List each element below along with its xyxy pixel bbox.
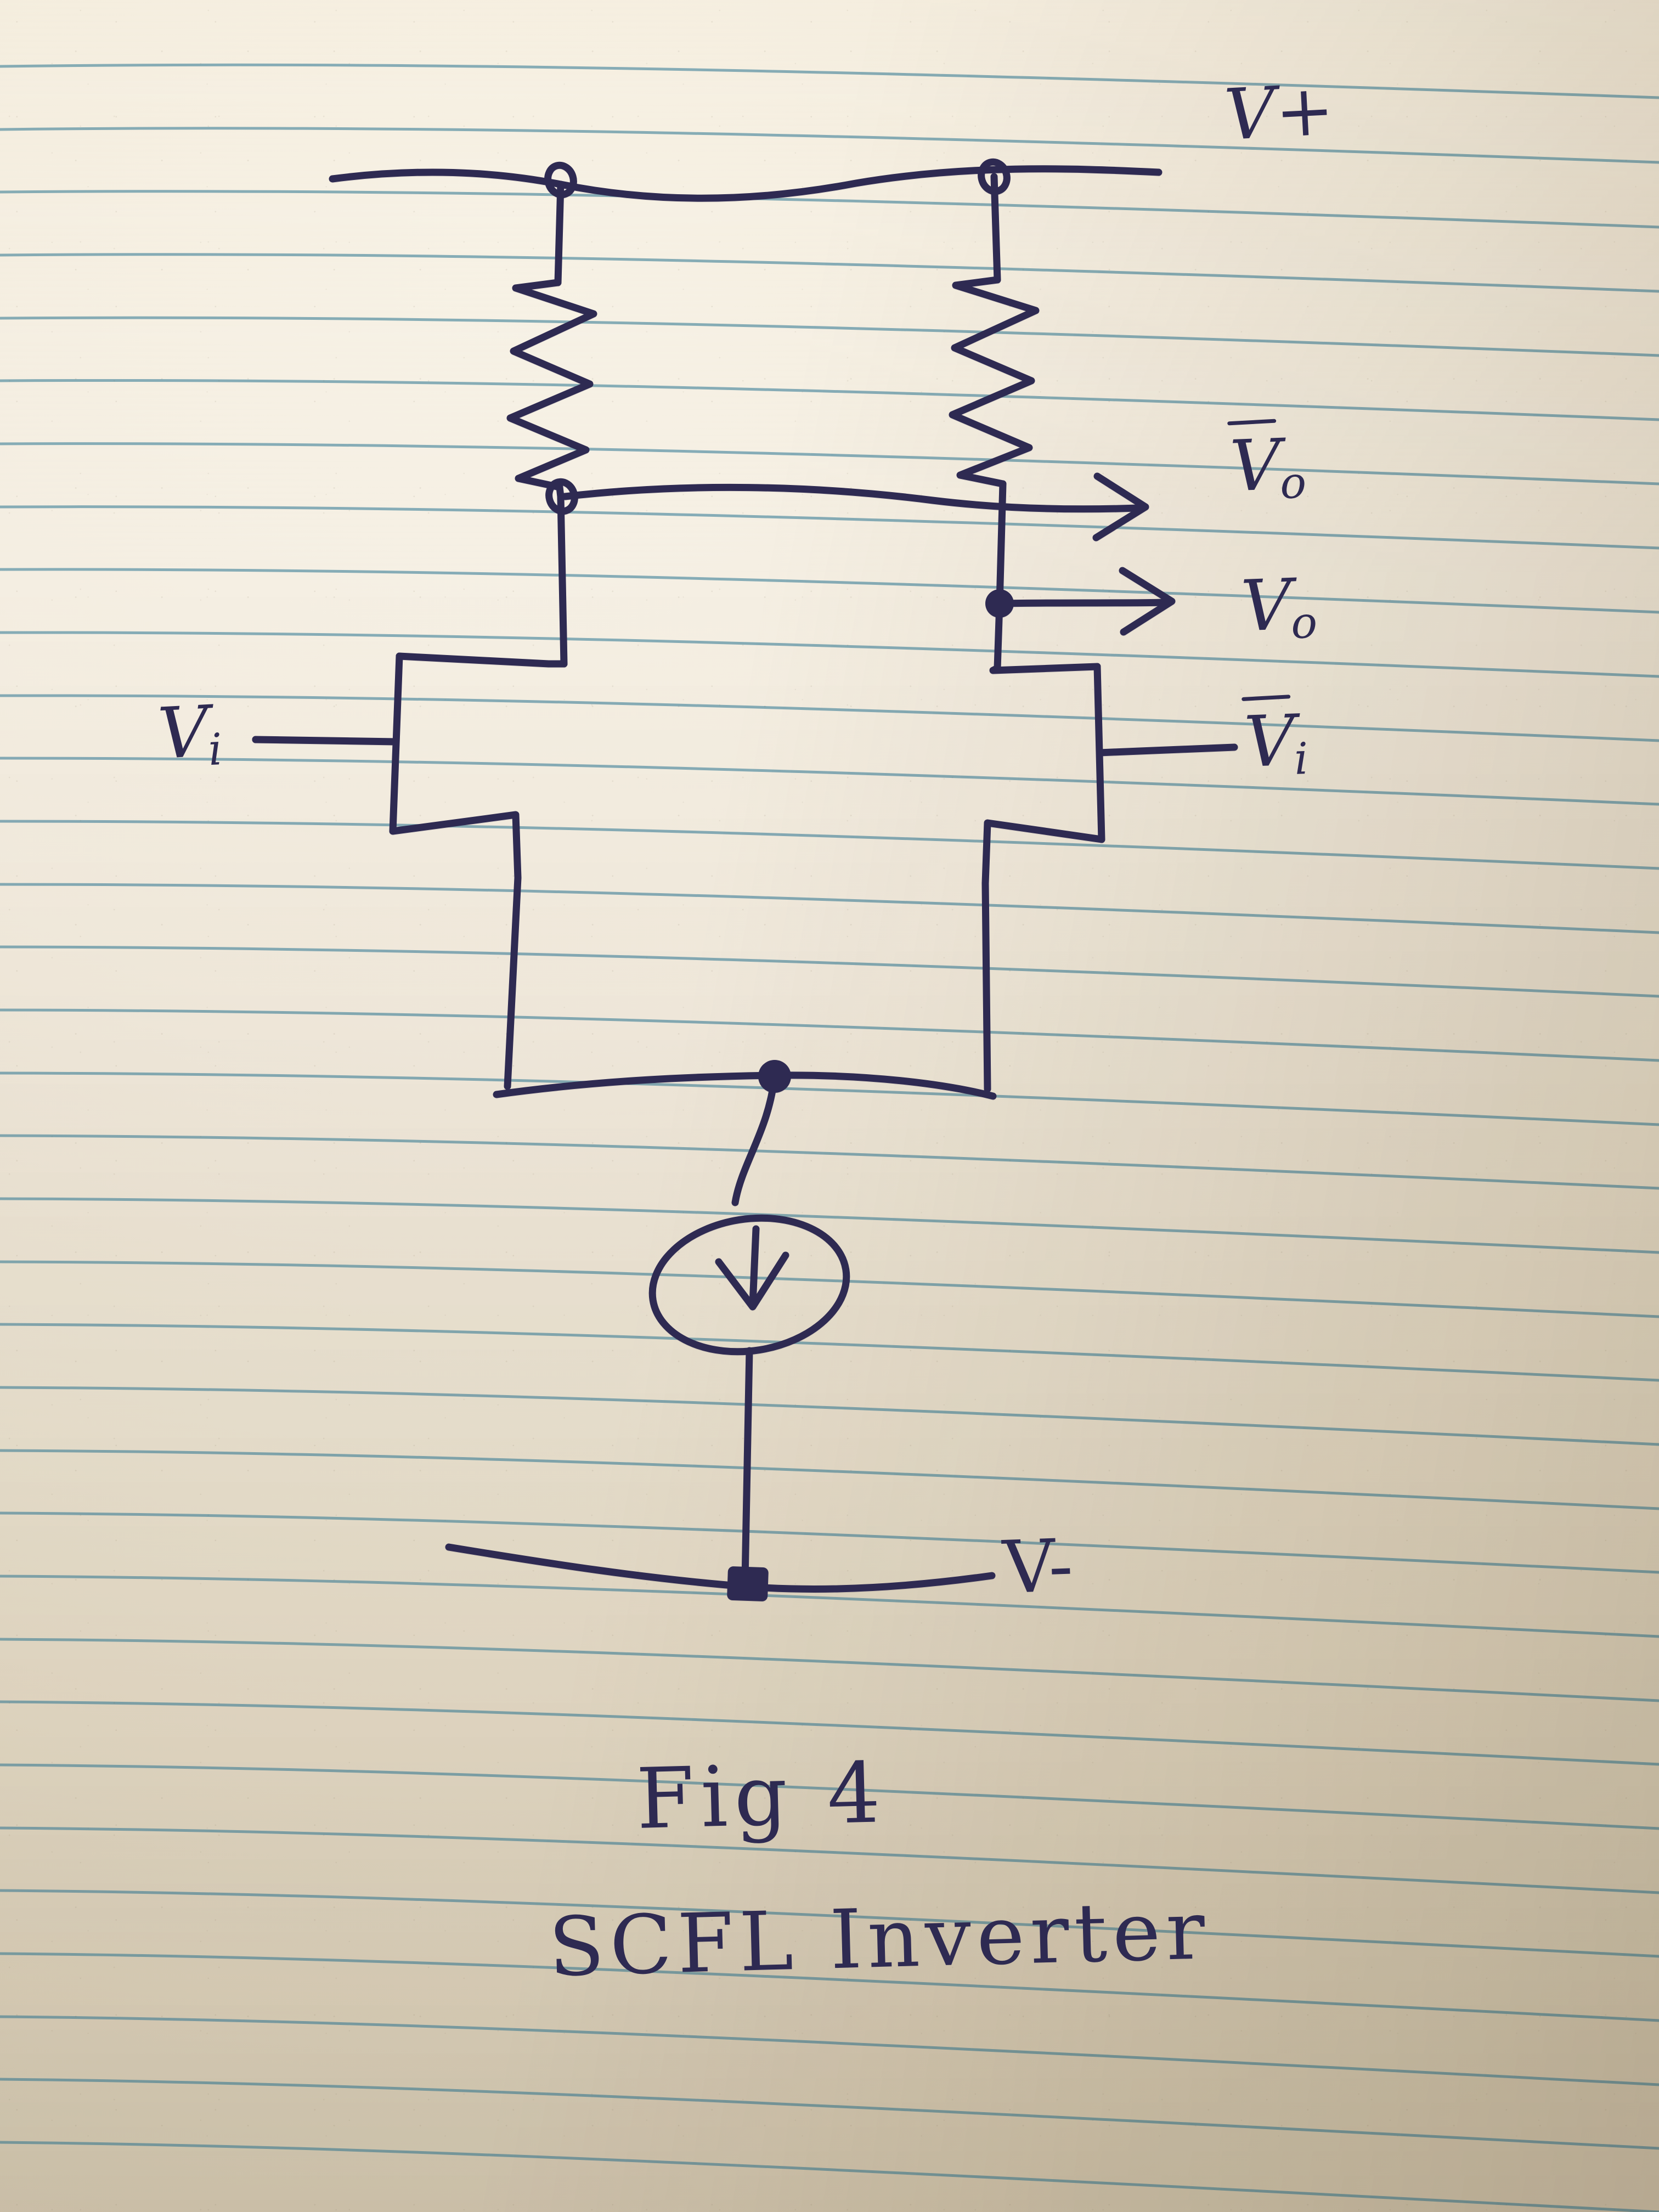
transistor-left-drain-lead bbox=[396, 652, 568, 668]
tail-rail bbox=[493, 1071, 997, 1100]
label-vo-bar-text: V bbox=[1228, 424, 1283, 508]
node-tail-dot bbox=[758, 1060, 791, 1093]
lead-tright-source-to-tail bbox=[981, 879, 991, 1093]
label-vplus-text: V+ bbox=[1222, 69, 1336, 157]
node-vminus-square bbox=[727, 1566, 769, 1601]
label-vminus: V- bbox=[1001, 1523, 1074, 1610]
lead-source-to-vminus bbox=[741, 1347, 753, 1584]
label-vi-subscript: i bbox=[207, 724, 224, 776]
label-vo-bar-overline-group: V bbox=[1227, 419, 1282, 507]
label-vo-subscript: o bbox=[1290, 597, 1318, 649]
label-vi-bar-subscript: i bbox=[1293, 733, 1310, 785]
transistor-right-gate-lead bbox=[1096, 743, 1238, 757]
label-vo-bar-subscript: o bbox=[1279, 457, 1307, 509]
label-vi-bar-overline-group: V bbox=[1242, 694, 1296, 783]
vplus-rail bbox=[329, 165, 1163, 202]
caption-figure-title: SCFL Inverter bbox=[548, 1883, 1211, 1995]
caption-figure-number-text: Fig 4 bbox=[635, 1744, 888, 1848]
current-source-arrow-head bbox=[715, 1251, 789, 1311]
resistor-left bbox=[506, 279, 597, 491]
label-vo-text: V bbox=[1239, 564, 1294, 648]
label-vi-bar: V i bbox=[1242, 694, 1310, 785]
current-source-ellipse bbox=[648, 1214, 850, 1356]
lead-vplus-to-rright bbox=[990, 173, 1001, 284]
label-vi-text: V bbox=[156, 691, 211, 775]
node-vo-dot bbox=[985, 589, 1014, 618]
vo-arrowhead bbox=[1119, 567, 1176, 636]
resistor-right bbox=[949, 276, 1040, 488]
vminus-rail bbox=[445, 1543, 996, 1593]
label-vo: Vo bbox=[1239, 564, 1319, 648]
transistor-left-source-lead bbox=[389, 811, 522, 882]
lead-tail-to-source bbox=[731, 1071, 778, 1206]
lead-tleft-source-to-tail bbox=[504, 874, 522, 1090]
lead-rright-to-vo-node bbox=[996, 480, 1007, 607]
vo-output-wire bbox=[997, 599, 1170, 607]
label-vminus-text: V- bbox=[1001, 1523, 1075, 1611]
caption-figure-number: Fig 4 bbox=[635, 1744, 888, 1848]
label-vplus: V+ bbox=[1222, 69, 1336, 156]
label-vi: Vi bbox=[156, 691, 224, 775]
lead-vplus-to-rleft bbox=[554, 180, 565, 286]
transistor-right-source-lead bbox=[981, 819, 1105, 887]
label-vo-bar: V o bbox=[1227, 419, 1308, 509]
lead-node-to-tleft-drain bbox=[557, 493, 568, 668]
caption-figure-title-text: SCFL Inverter bbox=[547, 1883, 1212, 1995]
transistor-right-drain-lead bbox=[989, 663, 1101, 674]
vo-bar-output-wire bbox=[561, 483, 1142, 513]
transistor-left-gate-lead bbox=[252, 736, 400, 746]
current-source-arrow-shaft bbox=[749, 1225, 760, 1308]
label-vi-bar-text: V bbox=[1243, 699, 1296, 784]
vo-bar-arrowhead bbox=[1092, 472, 1149, 541]
